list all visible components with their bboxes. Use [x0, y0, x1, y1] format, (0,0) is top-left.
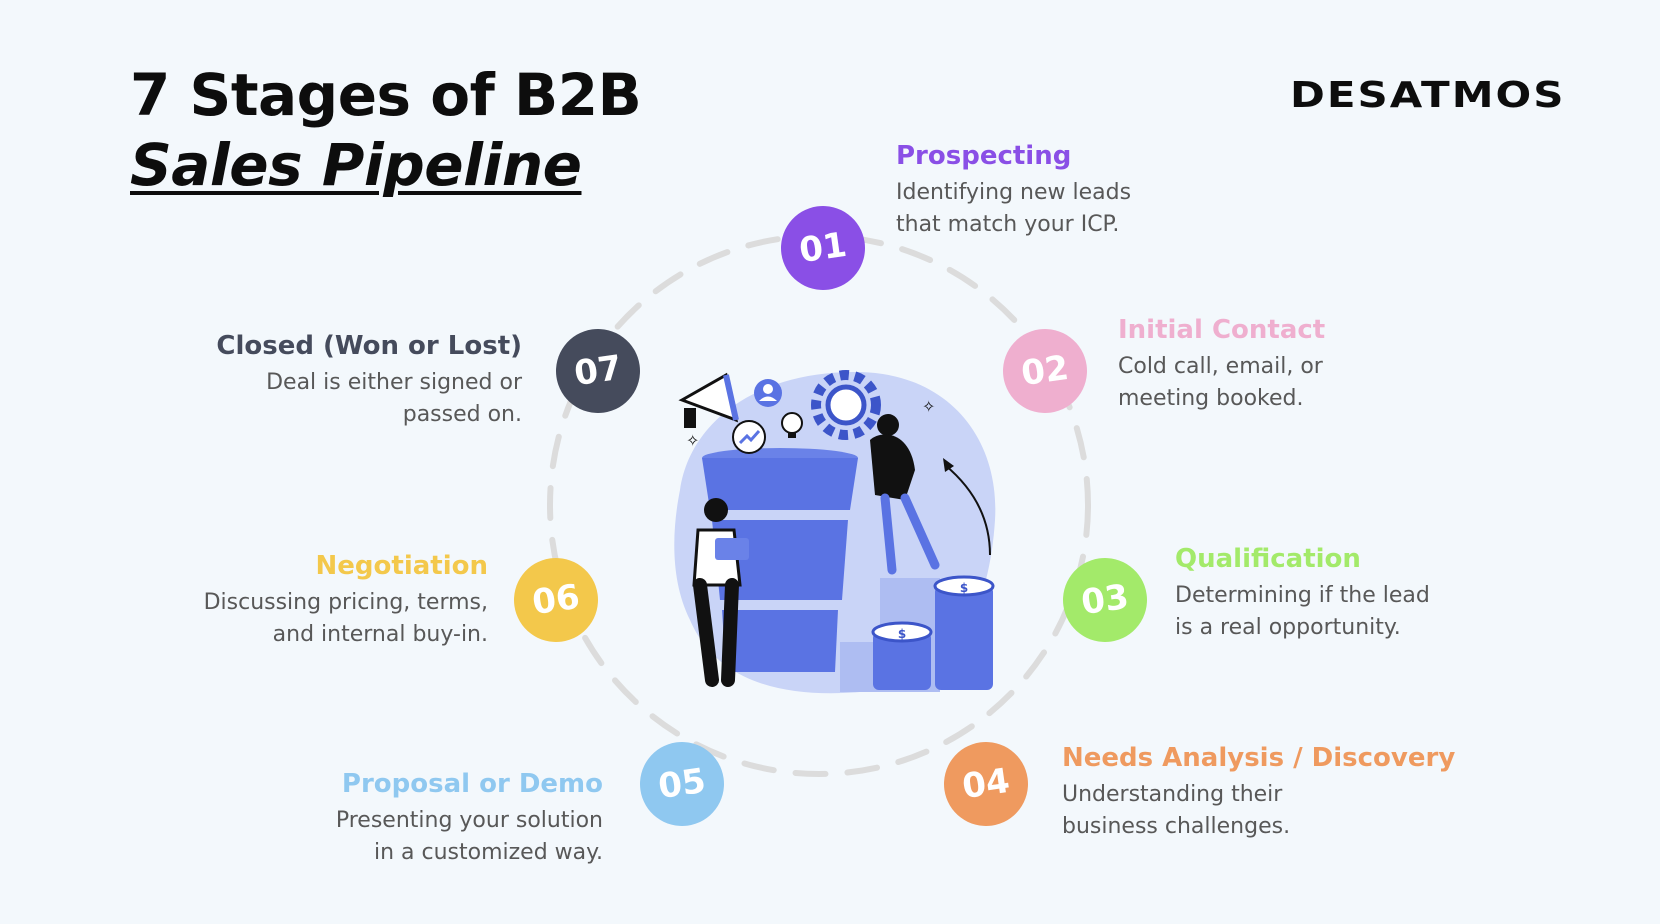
- stage-description: Discussing pricing, terms, and internal …: [204, 587, 488, 651]
- stage-needs-analysis: Needs Analysis / Discovery Understanding…: [1062, 741, 1455, 843]
- stage-title: Needs Analysis / Discovery: [1062, 743, 1456, 773]
- title-line-1: 7 Stages of B2B: [130, 61, 642, 129]
- stage-description-line: Identifying new leads: [896, 180, 1132, 205]
- stage-description-line: Discussing pricing, terms,: [203, 590, 488, 615]
- stage-description-line: Cold call, email, or: [1118, 354, 1323, 379]
- stage-prospecting: Prospecting Identifying new leads that m…: [896, 139, 1131, 241]
- stage-description: Deal is either signed or passed on.: [216, 367, 522, 431]
- stage-description-line: Deal is either signed or: [266, 370, 522, 395]
- page-title: 7 Stages of B2B Sales Pipeline: [130, 60, 642, 200]
- svg-text:✧: ✧: [686, 431, 699, 450]
- stage-title: Initial Contact: [1118, 315, 1326, 345]
- funnel-icon: [702, 448, 858, 672]
- stage-title: Negotiation: [315, 551, 488, 581]
- title-line-2: Sales Pipeline: [130, 131, 582, 199]
- lightbulb-icon: [781, 412, 803, 438]
- stage-proposal-demo: Proposal or Demo Presenting your solutio…: [336, 767, 603, 869]
- stage-closed: Closed (Won or Lost) Deal is either sign…: [216, 329, 522, 431]
- stage-initial-contact: Initial Contact Cold call, email, or mee…: [1118, 313, 1325, 415]
- stage-description: Determining if the lead is a real opport…: [1175, 580, 1430, 644]
- stage-description-line: Understanding their: [1062, 782, 1283, 807]
- brand-logo: DESATMOS: [1290, 73, 1566, 116]
- stage-description: Identifying new leads that match your IC…: [896, 177, 1131, 241]
- dollar-coin-icon: $ $: [871, 575, 995, 690]
- stage-negotiation: Negotiation Discussing pricing, terms, a…: [204, 549, 488, 651]
- megaphone-icon: [678, 372, 739, 428]
- stage-description: Presenting your solution in a customized…: [336, 805, 603, 869]
- svg-text:✧: ✧: [922, 397, 935, 416]
- trend-icon: [732, 420, 766, 454]
- user-icon: [754, 379, 782, 407]
- stage-description-line: meeting booked.: [1118, 386, 1304, 411]
- sales-funnel-illustration: $ $: [674, 370, 996, 694]
- stage-title: Closed (Won or Lost): [216, 331, 522, 361]
- stage-description-line: Presenting your solution: [335, 808, 603, 833]
- stage-description-line: and internal buy-in.: [272, 622, 488, 647]
- stage-title: Qualification: [1175, 544, 1361, 574]
- stage-title: Proposal or Demo: [341, 769, 603, 799]
- stage-description-line: in a customized way.: [373, 840, 603, 865]
- svg-text:$: $: [960, 581, 968, 595]
- svg-text:$: $: [898, 627, 906, 641]
- gear-icon: [811, 370, 881, 440]
- stage-description-line: business challenges.: [1062, 814, 1291, 839]
- person-climbing: [870, 414, 940, 575]
- stage-description-line: Determining if the lead: [1175, 583, 1430, 608]
- stage-title: Prospecting: [896, 141, 1072, 171]
- stage-description-line: is a real opportunity.: [1175, 615, 1401, 640]
- stage-description-line: passed on.: [402, 402, 522, 427]
- stage-description-line: that match your ICP.: [896, 212, 1120, 237]
- stage-description: Understanding their business challenges.: [1062, 779, 1455, 843]
- person-with-laptop: [692, 498, 749, 687]
- stage-description: Cold call, email, or meeting booked.: [1118, 351, 1325, 415]
- stage-qualification: Qualification Determining if the lead is…: [1175, 542, 1430, 644]
